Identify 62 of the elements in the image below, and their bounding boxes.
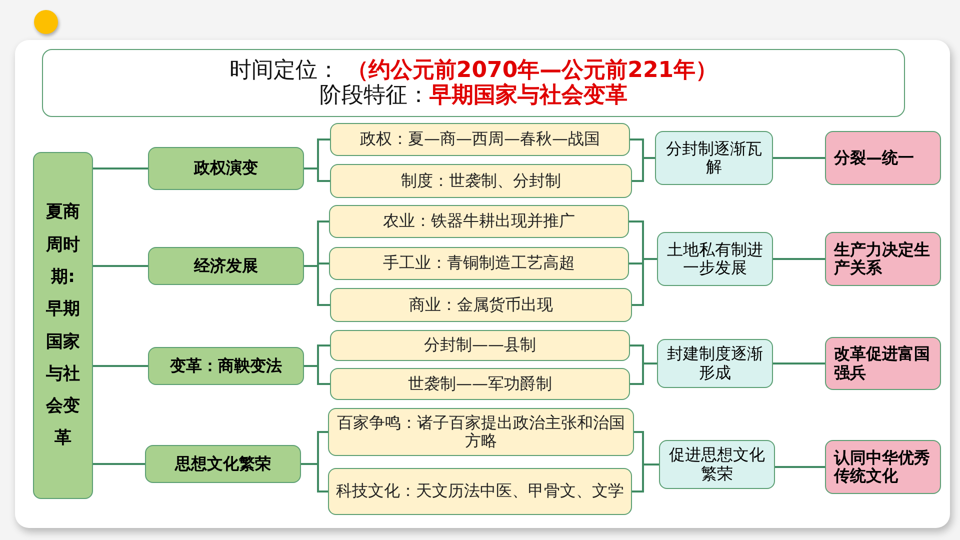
result-box bbox=[657, 339, 773, 388]
label-text: 阶段特征：早期国家与社会变革 bbox=[320, 83, 628, 108]
label-text: 时间定位： （约公元前2070年—公元前221年） bbox=[229, 58, 718, 83]
connector-line bbox=[301, 463, 328, 492]
header-box bbox=[42, 49, 905, 117]
conclusion-box bbox=[825, 232, 941, 286]
connector-line bbox=[773, 258, 825, 260]
category-box bbox=[148, 147, 304, 190]
detail-box bbox=[328, 468, 632, 515]
topic-box bbox=[33, 152, 93, 499]
label-text: 分裂—统一 bbox=[834, 148, 914, 168]
label-text: 变革：商鞅变法 bbox=[170, 356, 282, 376]
detail-box bbox=[328, 408, 634, 456]
detail-box bbox=[330, 368, 630, 400]
result-box bbox=[659, 440, 775, 489]
label-text: 科技文化：天文历法中医、甲骨文、文学 bbox=[336, 482, 624, 501]
label-text: 分封制——县制 bbox=[424, 336, 536, 355]
category-box bbox=[148, 247, 304, 285]
label-text: 认同中华优秀传统文化 bbox=[834, 448, 931, 486]
category-box bbox=[145, 445, 301, 483]
connector-line bbox=[632, 464, 659, 492]
label-text: 制度：世袭制、分封制 bbox=[401, 172, 561, 190]
connector-line bbox=[632, 157, 655, 182]
label-text: 思想文化繁荣 bbox=[175, 454, 271, 474]
label-text: 政权演变 bbox=[194, 159, 258, 178]
detail-box bbox=[330, 330, 630, 361]
label-text: 土地私有制进一步发展 bbox=[666, 240, 764, 278]
connector-line bbox=[304, 168, 330, 182]
connector-line bbox=[630, 362, 657, 385]
result-box bbox=[655, 131, 773, 185]
label-text: 生产力决定生产关系 bbox=[834, 240, 931, 278]
label-text: 分封制逐渐瓦解 bbox=[665, 140, 763, 176]
detail-box bbox=[329, 247, 629, 280]
connector-line bbox=[775, 466, 825, 468]
label-text: 世袭制——军功爵制 bbox=[408, 374, 552, 394]
connector-line bbox=[93, 168, 148, 170]
connector-line bbox=[773, 362, 825, 364]
label-text: 封建制度逐渐形成 bbox=[666, 345, 764, 382]
category-box bbox=[148, 347, 304, 385]
conclusion-box bbox=[825, 440, 941, 494]
connector-line bbox=[93, 265, 148, 267]
conclusion-box bbox=[825, 131, 941, 185]
result-box bbox=[657, 232, 773, 286]
label-text: 手工业：青铜制造工艺高超 bbox=[383, 254, 575, 273]
label-text: 促进思想文化繁荣 bbox=[668, 446, 766, 483]
detail-box bbox=[330, 164, 632, 198]
conclusion-box bbox=[825, 337, 941, 390]
connector-line bbox=[304, 265, 330, 306]
label-text: 经济发展 bbox=[194, 256, 258, 276]
connector-line bbox=[93, 365, 148, 367]
label-text: 夏商周时期:早期国家与社会变革 bbox=[44, 201, 81, 450]
connector-line bbox=[773, 157, 825, 159]
label-text: 商业：金属货币出现 bbox=[409, 296, 553, 314]
connector-line bbox=[304, 365, 330, 385]
label-text: 农业：铁器牛耕出现并推广 bbox=[383, 212, 575, 231]
connector-line bbox=[93, 463, 145, 465]
detail-box bbox=[330, 123, 630, 156]
label-text: 百家争鸣：诸子百家提出政治主张和治国方略 bbox=[336, 414, 626, 450]
label-text: 改革促进富国强兵 bbox=[834, 345, 931, 382]
detail-box bbox=[329, 205, 629, 238]
label-text: 政权：夏—商—西周—春秋—战国 bbox=[360, 130, 600, 149]
detail-box bbox=[330, 288, 632, 322]
